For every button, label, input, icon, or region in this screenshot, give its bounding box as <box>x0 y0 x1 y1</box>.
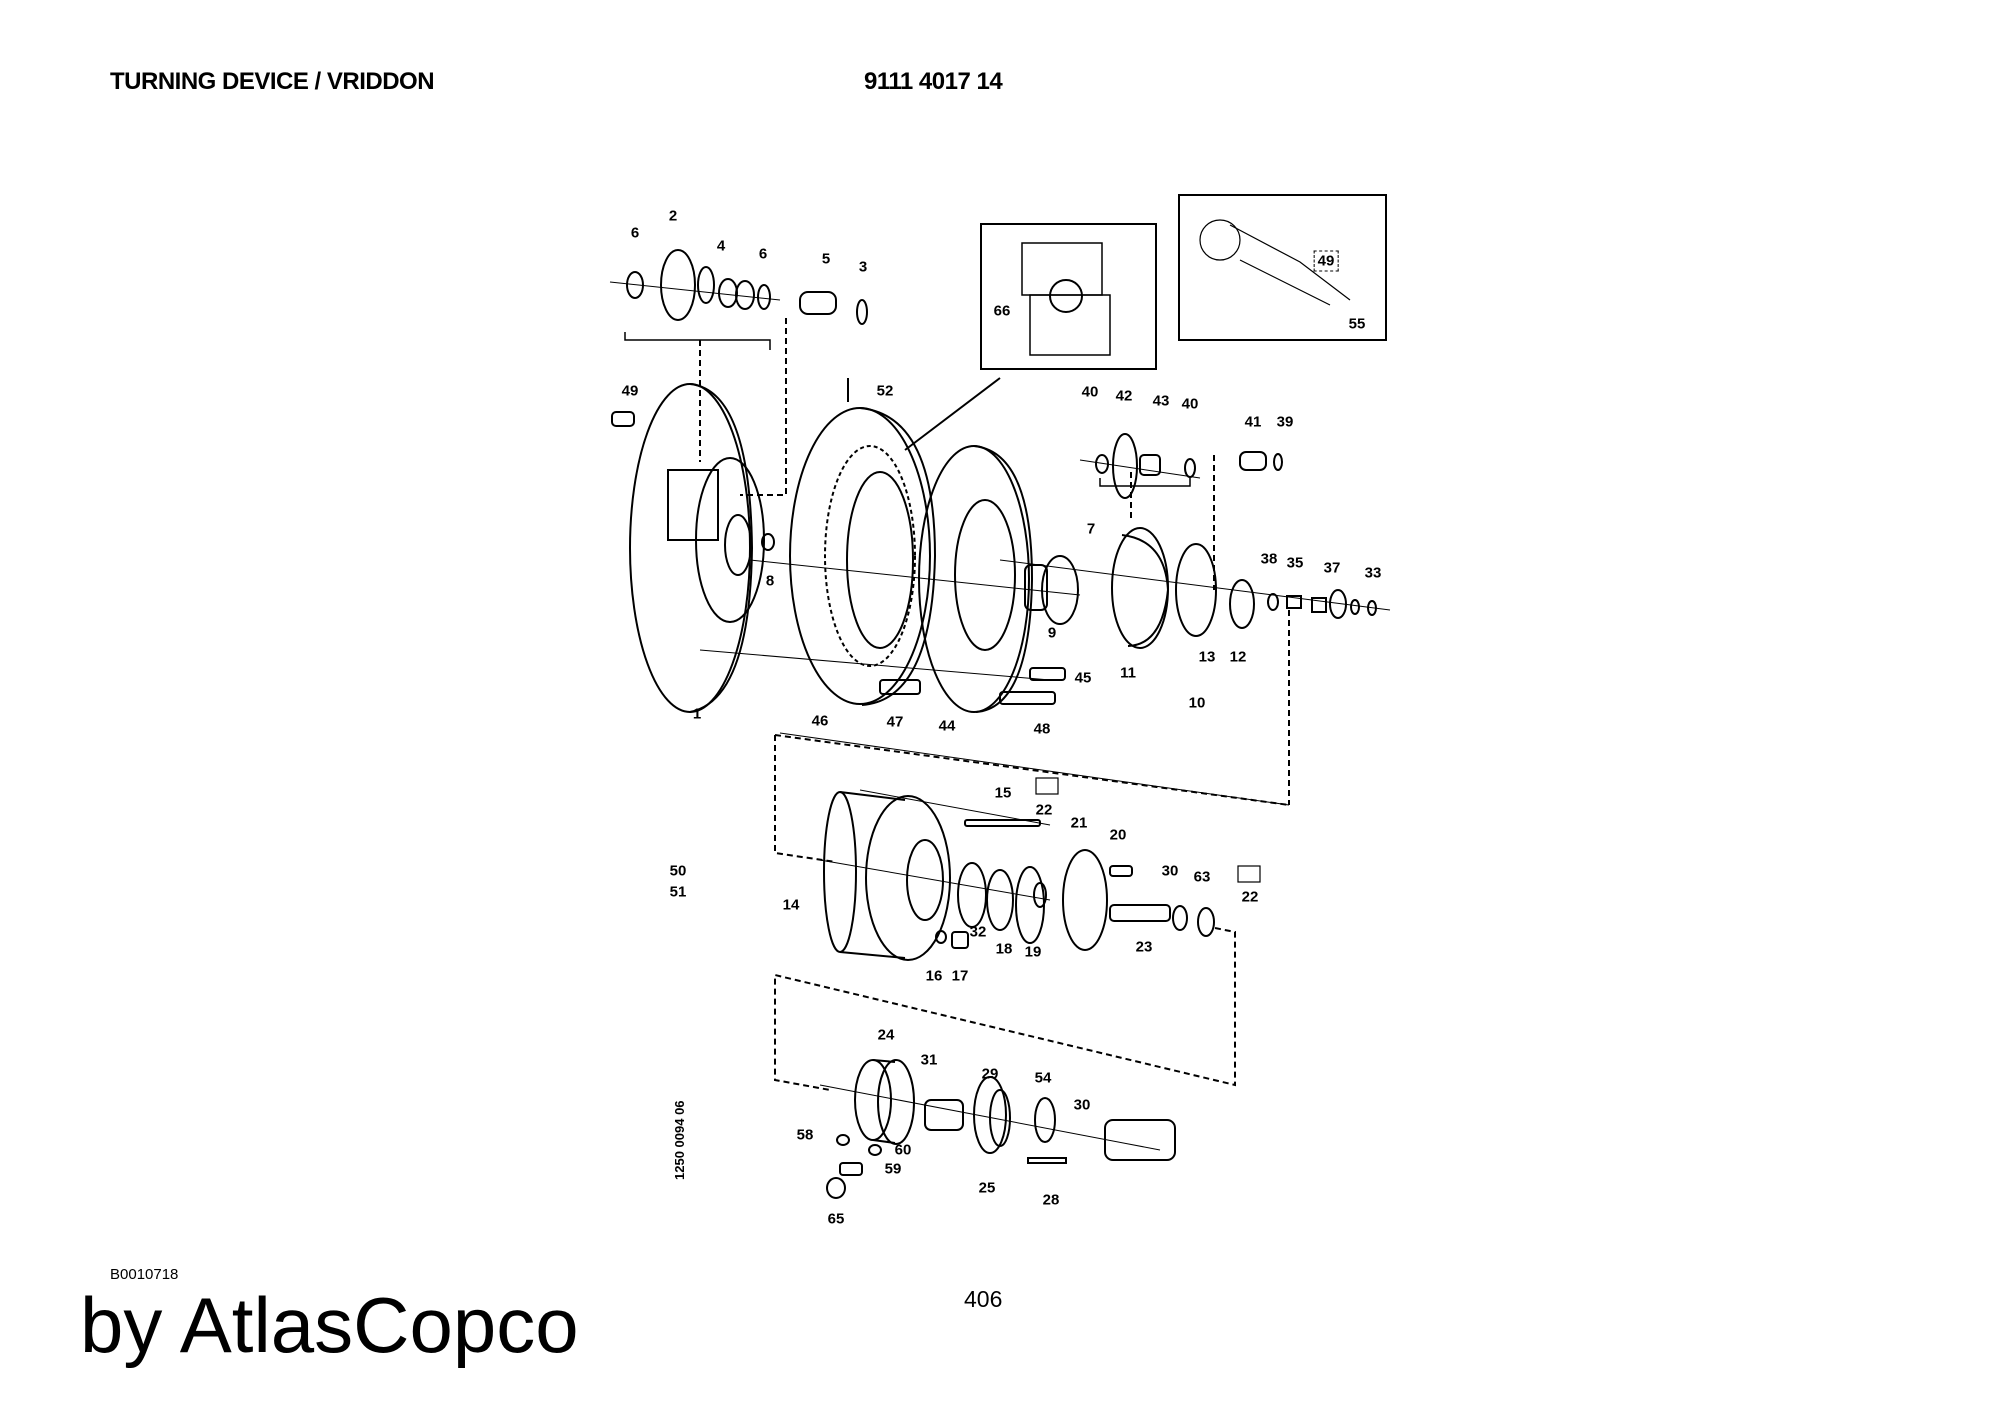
callout: 7 <box>1086 520 1096 538</box>
document-title: TURNING DEVICE / VRIDDON <box>110 68 435 95</box>
brand-credit: by AtlasCopco <box>80 1281 579 1369</box>
callout: 23 <box>1135 938 1153 956</box>
callout: 66 <box>993 302 1011 320</box>
callout: 51 <box>669 883 687 901</box>
callout: 45 <box>1074 669 1092 687</box>
callout: 17 <box>951 967 969 985</box>
callout: 6 <box>758 245 768 263</box>
callout: 3 <box>858 258 868 276</box>
callout: 5 <box>821 250 831 268</box>
callout: 52 <box>876 382 894 400</box>
callout: 22 <box>1035 801 1053 819</box>
callout: 33 <box>1364 564 1382 582</box>
callout: 28 <box>1042 1191 1060 1209</box>
callout: 46 <box>811 712 829 730</box>
callout: 18 <box>995 940 1013 958</box>
callout: 39 <box>1276 413 1294 431</box>
callout: 25 <box>978 1179 996 1197</box>
callout: 43 <box>1152 392 1170 410</box>
callout: 1 <box>692 705 702 723</box>
callout: 32 <box>969 923 987 941</box>
drawing-number: 1250 0094 06 <box>672 1100 687 1180</box>
callout: 9 <box>1047 624 1057 642</box>
callout: 30 <box>1161 862 1179 880</box>
callout: 55 <box>1348 315 1366 333</box>
callout: 40 <box>1181 395 1199 413</box>
callout: 15 <box>994 784 1012 802</box>
callout: 38 <box>1260 550 1278 568</box>
callout: 50 <box>669 862 687 880</box>
callout: 58 <box>796 1126 814 1144</box>
document-code: B0010718 <box>110 1266 179 1283</box>
callout: 13 <box>1198 648 1216 666</box>
callout: 20 <box>1109 826 1127 844</box>
bearing-detail-inset <box>904 223 1157 451</box>
ring-gear <box>789 378 937 706</box>
callout: 44 <box>938 717 956 735</box>
part-number: 9111 4017 14 <box>864 68 1003 95</box>
callout: 14 <box>782 896 800 914</box>
callout: 24 <box>877 1026 895 1044</box>
callout: 21 <box>1070 814 1088 832</box>
callout: 49 <box>621 382 639 400</box>
callout: 63 <box>1193 868 1211 886</box>
callout: 47 <box>886 713 904 731</box>
callout: 22 <box>1241 888 1259 906</box>
callout: 49 <box>1313 250 1339 272</box>
callout: 48 <box>1033 720 1051 738</box>
callout: 8 <box>765 572 775 590</box>
callout: 12 <box>1229 648 1247 666</box>
callout: 41 <box>1244 413 1262 431</box>
callout: 6 <box>630 224 640 242</box>
callout: 65 <box>827 1210 845 1228</box>
callout: 59 <box>884 1160 902 1178</box>
callout: 16 <box>925 967 943 985</box>
bearing-ring <box>918 445 1034 713</box>
callout: 40 <box>1081 383 1099 401</box>
page-number: 406 <box>964 1286 1003 1312</box>
hydraulic-motor-assembly <box>819 1059 1176 1199</box>
callout: 19 <box>1024 943 1042 961</box>
callout: 4 <box>716 237 726 255</box>
callout: 11 <box>1120 664 1136 682</box>
flange-disc <box>611 383 775 713</box>
callout: 35 <box>1286 554 1304 572</box>
mounting-detail-inset <box>1178 194 1387 341</box>
motor-housing <box>819 789 1215 961</box>
callout: 10 <box>1188 694 1206 712</box>
gear-assembly-top <box>609 249 868 350</box>
callout: 29 <box>981 1065 999 1083</box>
callout: 37 <box>1323 559 1341 577</box>
callout: 42 <box>1115 387 1133 405</box>
callout: 60 <box>894 1141 912 1159</box>
callout: 54 <box>1034 1069 1052 1087</box>
callout: 2 <box>668 207 678 225</box>
planet-carrier <box>999 433 1391 649</box>
callout: 31 <box>920 1051 938 1069</box>
callout: 30 <box>1073 1096 1091 1114</box>
